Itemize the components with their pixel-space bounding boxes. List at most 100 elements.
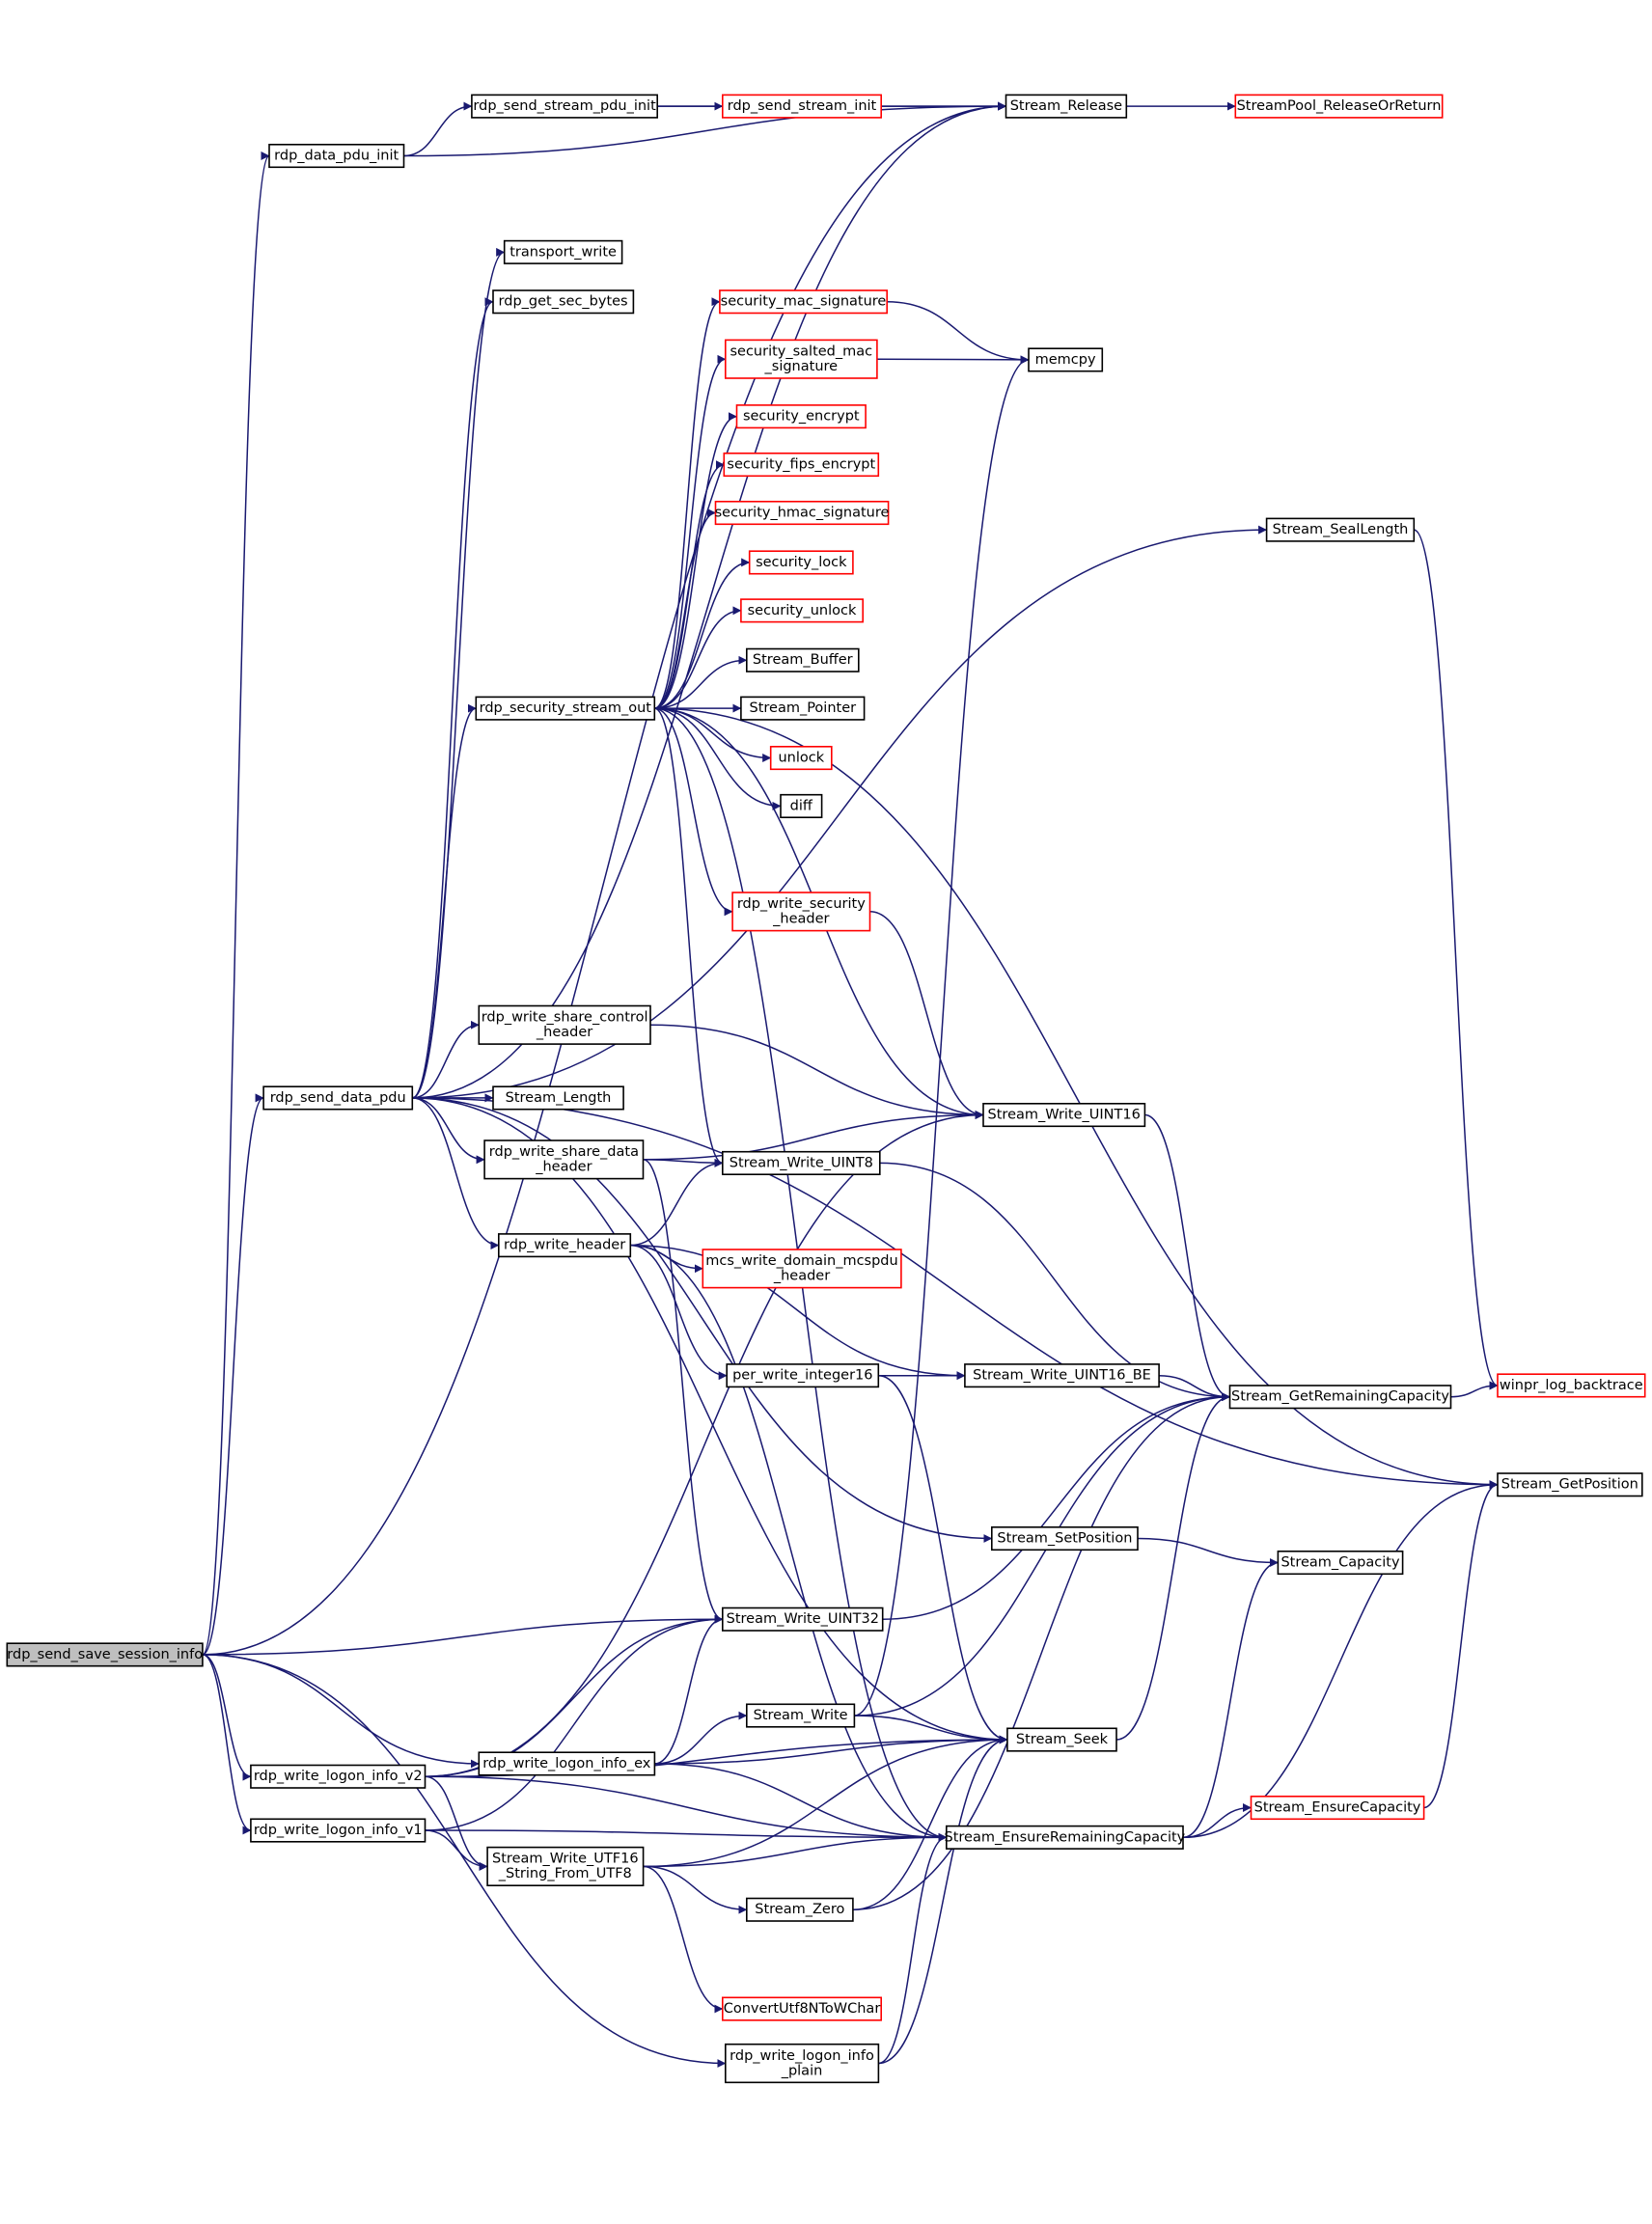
edge-share_ctrl_header-to-w_uint16	[649, 1024, 984, 1119]
node-pool-release[interactable]: StreamPool_ReleaseOrReturn	[1234, 94, 1444, 119]
edge-stream_zero-to-stream_seek	[852, 1735, 1008, 1910]
node-w-uint32[interactable]: Stream_Write_UINT32	[721, 1606, 884, 1632]
node-sec-fips[interactable]: security_fips_encrypt	[723, 452, 880, 478]
node-stream-buffer[interactable]: Stream_Buffer	[745, 647, 860, 673]
node-box	[471, 94, 658, 119]
edge-line	[643, 1159, 724, 1624]
edge-root-to-send_data_pdu	[202, 1093, 264, 1656]
node-label: rdp_send_data_pdu	[270, 1090, 406, 1106]
edge-sec_stream_out-to-stream_buffer	[654, 655, 748, 709]
node-get-remaining[interactable]: Stream_GetRemainingCapacity	[1228, 1385, 1452, 1410]
node-box	[745, 647, 860, 673]
edge-line	[202, 1654, 480, 1769]
node-label: rdp_send_stream_init	[728, 98, 877, 114]
edge-sec_stream_out-to-sec_encrypt	[654, 412, 737, 709]
node-logon-v1[interactable]: rdp_write_logon_info_v1	[250, 1818, 427, 1843]
node-winpr-log[interactable]: winpr_log_backtrace	[1497, 1373, 1646, 1398]
node-label: Stream_Length	[506, 1090, 612, 1106]
edge-share_data_header-to-w_uint8	[643, 1158, 724, 1167]
node-sec-hmac[interactable]: security_hmac_signature	[714, 500, 890, 526]
node-box	[714, 500, 890, 526]
node-unlock[interactable]: unlock	[769, 745, 833, 771]
node-ensure-remaining[interactable]: Stream_EnsureRemainingCapacity	[945, 1825, 1186, 1850]
node-send-stream-pdu-init[interactable]: rdp_send_stream_pdu_init	[471, 94, 658, 119]
edge-line	[654, 354, 727, 709]
node-mcs-write[interactable]: mcs_write_domain_mcspdu_header	[702, 1249, 902, 1289]
node-w-uint8[interactable]: Stream_Write_UINT8	[721, 1150, 881, 1175]
node-w-uint16[interactable]: Stream_Write_UINT16	[982, 1103, 1146, 1128]
edge-w_uint16_be-to-get_remaining	[1158, 1374, 1230, 1402]
node-label: Stream_Buffer	[753, 652, 853, 668]
node-send-data-pdu[interactable]: rdp_send_data_pdu	[262, 1085, 414, 1111]
node-box	[1006, 1727, 1117, 1752]
edge-send_data_pdu-to-stream_seek	[412, 1097, 1008, 1744]
node-sec-lock[interactable]: security_lock	[748, 550, 854, 575]
edge-line	[854, 355, 1030, 1716]
node-box	[6, 1642, 204, 1667]
node-get-position[interactable]: Stream_GetPosition	[1497, 1472, 1643, 1497]
node-label: Stream_SetPosition	[997, 1531, 1132, 1547]
node-get-sec-bytes[interactable]: rdp_get_sec_bytes	[492, 289, 635, 315]
edge-send_data_pdu-to-share_data_header	[412, 1097, 485, 1165]
edge-line	[654, 707, 782, 810]
node-set-position[interactable]: Stream_SetPosition	[991, 1526, 1139, 1551]
node-share-data-header[interactable]: rdp_write_share_data_header	[483, 1139, 645, 1180]
edge-logon_ex-to-stream_write	[654, 1711, 748, 1765]
node-write-header[interactable]: rdp_write_header	[497, 1233, 632, 1258]
edge-logon_ex-to-w_uint32	[654, 1614, 724, 1765]
node-label: rdp_get_sec_bytes	[499, 294, 628, 310]
node-box	[740, 598, 865, 623]
node-utf16[interactable]: Stream_Write_UTF16_String_From_UTF8	[486, 1846, 645, 1886]
node-ensure-capacity[interactable]: Stream_EnsureCapacity	[1250, 1796, 1425, 1821]
node-transport-write[interactable]: transport_write	[503, 239, 623, 264]
edge-line	[202, 1654, 252, 1781]
node-sec-unlock[interactable]: security_unlock	[740, 598, 865, 623]
node-sec-stream-out[interactable]: rdp_security_stream_out	[475, 696, 656, 721]
node-logon-v2[interactable]: rdp_write_logon_info_v2	[250, 1764, 427, 1789]
node-data-pdu-init[interactable]: rdp_data_pdu_init	[268, 144, 405, 169]
node-stream-length[interactable]: Stream_Length	[492, 1085, 624, 1111]
node-sec-mac-sig[interactable]: security_mac_signature	[719, 289, 889, 315]
node-box	[719, 289, 889, 315]
node-convert[interactable]: ConvertUtf8NToWChar	[721, 1996, 882, 2021]
node-logon-plain[interactable]: rdp_write_logon_info_plain	[724, 2043, 880, 2084]
edge-send_data_pdu-to-set_position	[412, 1097, 993, 1543]
node-label: rdp_write_header	[504, 1238, 625, 1253]
edge-line	[654, 508, 716, 709]
node-label: security_encrypt	[743, 409, 860, 425]
edge-line	[1423, 1480, 1499, 1809]
node-box	[268, 144, 405, 169]
node-root[interactable]: rdp_send_save_session_info	[6, 1642, 204, 1667]
node-stream-write[interactable]: Stream_Write	[745, 1703, 856, 1728]
edge-line	[412, 1097, 1499, 1490]
node-label: _String_From_UTF8	[498, 1866, 632, 1881]
node-diff[interactable]: diff	[780, 793, 823, 819]
node-logon-ex[interactable]: rdp_write_logon_info_ex	[478, 1751, 656, 1776]
node-memcpy[interactable]: memcpy	[1028, 347, 1104, 372]
edge-ensure_remaining-to-capacity	[1182, 1558, 1279, 1839]
node-box	[1265, 517, 1416, 542]
node-share-ctrl-header[interactable]: rdp_write_share_control_header	[478, 1004, 651, 1045]
node-stream-release[interactable]: Stream_Release	[1005, 94, 1128, 119]
node-sec-encrypt[interactable]: security_encrypt	[735, 404, 867, 429]
edge-line	[412, 1097, 1008, 1744]
node-w-uint16-be[interactable]: Stream_Write_UINT16_BE	[964, 1363, 1160, 1388]
node-label: _header	[772, 912, 829, 927]
node-label: _signature	[764, 359, 839, 374]
node-label: Stream_Write	[754, 1708, 848, 1723]
edge-line	[654, 1711, 748, 1765]
node-per-write[interactable]: per_write_integer16	[726, 1363, 880, 1388]
node-stream-seek[interactable]: Stream_Seek	[1006, 1727, 1117, 1752]
node-stream-pointer[interactable]: Stream_Pointer	[740, 696, 866, 721]
node-seal-length[interactable]: Stream_SealLength	[1265, 517, 1416, 542]
edge-utf16-to-ensure_remaining	[643, 1832, 948, 1868]
edge-sec_stream_out-to-diff	[654, 707, 782, 810]
node-write-sec-header[interactable]: rdp_write_security_header	[731, 892, 871, 932]
node-send-stream-init[interactable]: rdp_send_stream_init	[721, 94, 882, 119]
node-box	[250, 1764, 427, 1789]
node-box	[475, 696, 656, 721]
node-stream-zero[interactable]: Stream_Zero	[745, 1897, 854, 1922]
node-sec-salted[interactable]: security_salted_mac_signature	[724, 339, 878, 379]
node-capacity[interactable]: Stream_Capacity	[1277, 1551, 1404, 1576]
node-label: Stream_Release	[1010, 98, 1122, 114]
